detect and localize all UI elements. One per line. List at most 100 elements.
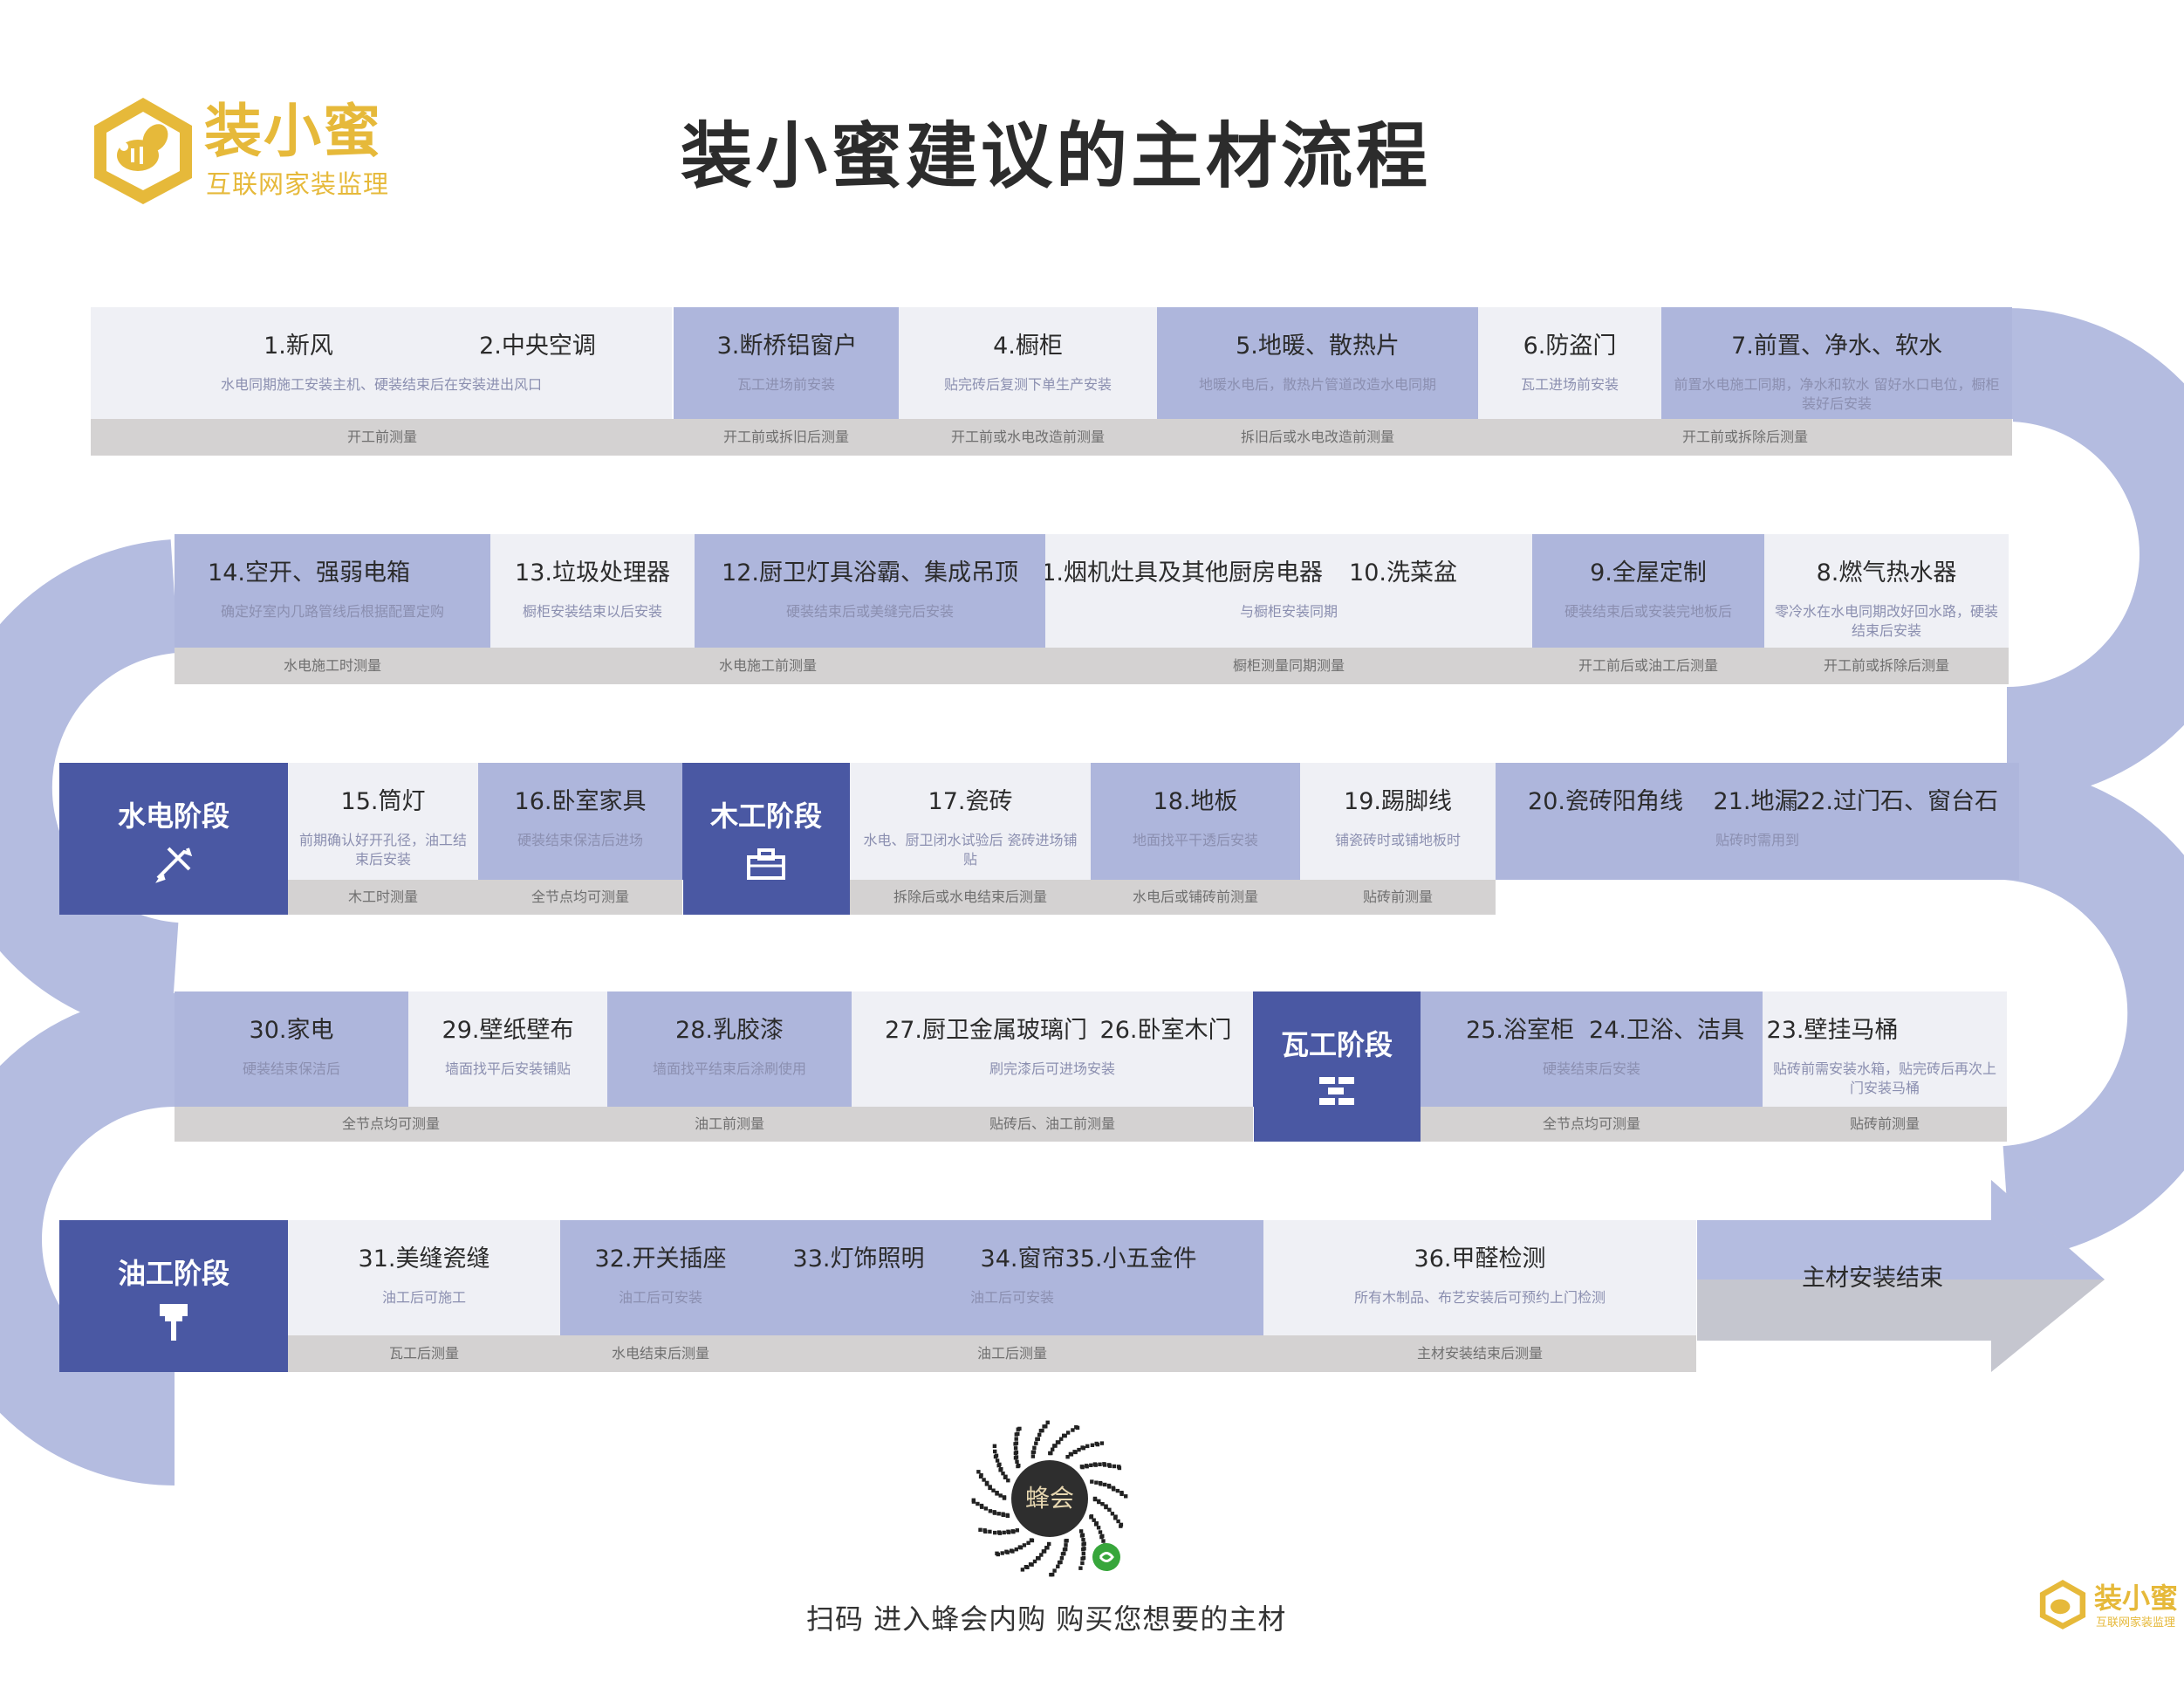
step-note: 前期确认好开孔径，油工结束后安装 (298, 832, 467, 868)
step-card[interactable]: 19.踢脚线铺瓷砖时或铺地板时 (1300, 763, 1496, 880)
step-card[interactable]: 12.厨卫灯具浴霸、集成吊顶硬装结束后或美缝完后安装 (695, 534, 1045, 648)
qr-code-icon: 蜂会 (971, 1420, 1128, 1577)
step-card[interactable]: 14.空开、强弱电箱确定好室内几路管线后根据配置定购 (175, 534, 490, 648)
step-note: 零冷水在水电同期改好回水路，硬装结束后安装 (1774, 603, 1998, 639)
step-title: 34.窗帘 (980, 1245, 1065, 1273)
step-card[interactable]: 23.壁挂马桶贴砖前需安装水箱，贴完砖后再次上门安装马桶 (1763, 991, 2007, 1107)
step-note: 与橱柜安装同期 (1239, 603, 1338, 620)
qr-dot (998, 1493, 1003, 1498)
step-note: 瓦工进场前安装 (736, 376, 835, 393)
qr-dot (1119, 1524, 1123, 1528)
step-title: 14.空开、强弱电箱 (208, 559, 410, 587)
qr-dot (1075, 1425, 1080, 1431)
step-card[interactable]: 15.筒灯前期确认好开孔径，油工结束后安装 (288, 763, 478, 880)
step-title: 36.甲醛检测 (1414, 1245, 1546, 1273)
step-title: 4.橱柜 (993, 333, 1063, 360)
measure-bar: 拆旧后或水电改造前测量 (1157, 419, 1479, 456)
qr-dot (993, 1530, 997, 1535)
qr-dot (1010, 1529, 1015, 1533)
measure-bar: 水电施工前测量 (490, 648, 1046, 684)
qr-dot (1077, 1447, 1081, 1452)
qr-dot (1056, 1564, 1060, 1568)
step-card[interactable]: 28.乳胶漆墙面找平结束后涂刷使用 (607, 991, 852, 1107)
qr-dot (1005, 1513, 1010, 1518)
qr-dot (1097, 1499, 1101, 1505)
qr-dot (1117, 1465, 1122, 1471)
qr-dot (1010, 1548, 1014, 1553)
qr-dot (1073, 1450, 1078, 1455)
qr-dot (1100, 1502, 1105, 1506)
step-card[interactable]: 30.家电硬装结束保洁后 (175, 991, 408, 1107)
step-card[interactable]: 13.垃圾处理器橱柜安装结束以后安装 (490, 534, 695, 648)
step-note: 地暖水电后，散热片管道改造水电同期 (1198, 376, 1436, 393)
step-card[interactable]: 36.甲醛检测所有木制品、布艺安装后可预约上门检测 (1263, 1220, 1696, 1335)
step-card[interactable]: 29.壁纸壁布墙面找平后安装铺贴 (408, 991, 607, 1107)
qr-dot (1065, 1455, 1070, 1459)
qr-dot (1001, 1472, 1005, 1476)
step-card[interactable]: 4.橱柜贴完砖后复测下单生产安装 (899, 307, 1157, 419)
qr-dot (1069, 1452, 1074, 1457)
step-card[interactable]: 7.前置、净水、软水前置水电施工同期，净水和软水 留好水口电位，橱柜装好后安装 (1661, 307, 2012, 419)
step-note: 贴砖前需安装水箱，贴完砖后再次上门安装马桶 (1772, 1060, 1996, 1096)
step-note: 地面找平干透后安装 (1132, 832, 1258, 848)
qr-dot (1017, 1545, 1023, 1549)
step-card[interactable]: 16.卧室家具硬装结束保洁后进场 (478, 763, 682, 880)
step-title: 9.全屋定制 (1590, 559, 1707, 587)
step-card[interactable]: 5.地暖、散热片地暖水电后，散热片管道改造水电同期 (1157, 307, 1478, 419)
qr-dot (999, 1467, 1003, 1472)
step-card[interactable]: 9.全屋定制硬装结束后或安装完地板后 (1532, 534, 1764, 648)
qr-dot (1080, 1465, 1085, 1470)
step-card[interactable]: 18.地板地面找平干透后安装 (1091, 763, 1300, 880)
qr-dot (1037, 1432, 1042, 1437)
stage-tool-icon (1319, 1077, 1354, 1105)
step-card[interactable]: 8.燃气热水器零冷水在水电同期改好回水路，硬装结束后安装 (1764, 534, 2009, 648)
qr-dot (1024, 1565, 1029, 1569)
qr-dot (1099, 1534, 1104, 1540)
qr-dot (1026, 1540, 1030, 1545)
stage-badge: 水电阶段 (59, 763, 288, 915)
step-title: 30.家电 (249, 1017, 334, 1044)
stage-tool-icon (747, 848, 785, 880)
qr-dot (1119, 1492, 1124, 1496)
qr-dot (1013, 1446, 1018, 1451)
step-card[interactable]: 6.防盗门瓦工进场前安装 (1478, 307, 1661, 419)
qr-dot (1085, 1465, 1089, 1469)
qr-dot (1078, 1566, 1083, 1570)
qr-dot (1006, 1479, 1010, 1483)
step-card[interactable]: 32.开关插座油工后可安装 (560, 1220, 761, 1335)
step-title: 26.卧室木门 (1099, 1017, 1232, 1044)
qr-dot (1020, 1568, 1025, 1572)
qr-caption: 扫码 进入蜂会内购 购买您想要的主材 (806, 1602, 1287, 1636)
qr-dot (993, 1449, 997, 1454)
step-title: 2.中央空调 (479, 333, 596, 360)
step-note: 所有木制品、布艺安装后可预约上门检测 (1353, 1289, 1605, 1306)
footer-logo: 装小蜜 互联网家装监理 (2038, 1578, 2178, 1636)
qr-code[interactable]: 蜂会 (967, 1416, 1133, 1582)
step-title: 33.灯饰照明 (792, 1245, 925, 1273)
measure-bar: 瓦工后测量 (288, 1335, 561, 1372)
step-card[interactable]: 3.断桥铝窗户瓦工进场前安装 (674, 307, 899, 419)
qr-dot (1081, 1551, 1085, 1556)
qr-dot (982, 1528, 987, 1533)
step-title: 16.卧室家具 (514, 788, 647, 815)
measure-bar: 开工前或拆除后测量 (1764, 648, 2009, 684)
qr-dot (1094, 1480, 1099, 1485)
step-note: 水电同期施工安装主机、硬装结束后在安装进出风口 (220, 376, 542, 393)
qr-dot (1085, 1444, 1090, 1449)
step-title: 19.踢脚线 (1344, 788, 1452, 815)
step-card[interactable]: 17.瓷砖水电、厨卫闭水试验后 瓷砖进场铺贴 (850, 763, 1091, 880)
qr-dot (1041, 1549, 1046, 1554)
qr-dot (1064, 1539, 1068, 1543)
step-card[interactable]: 31.美缝瓷缝油工后可施工 (288, 1220, 560, 1335)
measure-bar: 开工前或拆旧后测量 (674, 419, 900, 456)
step-note: 硬装结束后或安装完地板后 (1564, 603, 1732, 620)
qr-dot (1017, 1426, 1022, 1431)
brand-logo: 装小蜜 互联网家装监理 (91, 94, 388, 209)
